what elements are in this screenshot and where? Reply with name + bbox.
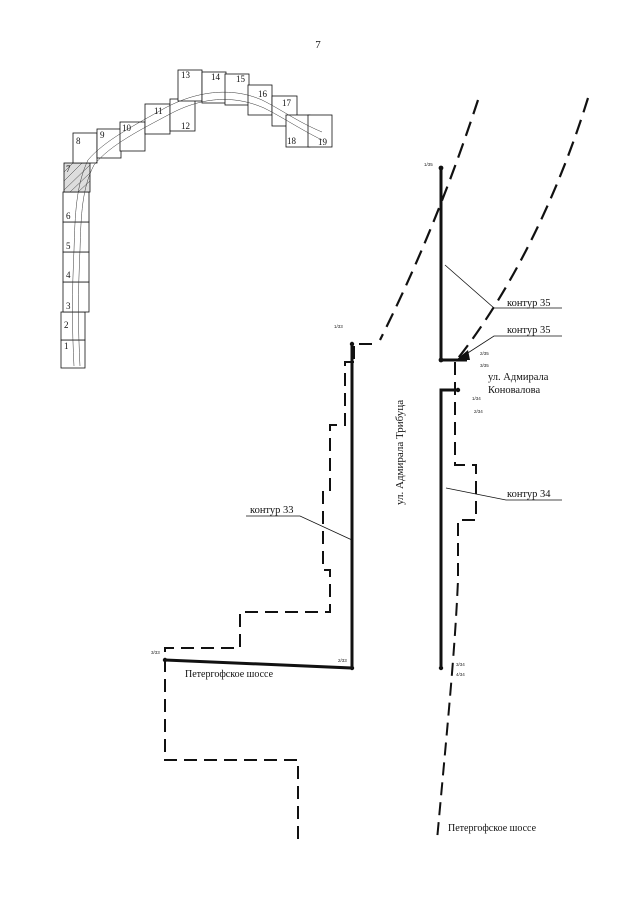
sheet-number: 14	[211, 72, 221, 82]
key-map-road-trace	[72, 91, 323, 367]
contour-35: 1/35 2/35 3/35	[424, 162, 489, 368]
sheet-4: 4	[62, 251, 90, 283]
boundary-right-lower	[436, 362, 477, 841]
sheet-number: 18	[287, 136, 297, 146]
boundary-upper-right-curve	[454, 97, 590, 363]
page-number: 7	[315, 39, 321, 51]
sheet-9: 9	[96, 128, 122, 159]
street-petergof-left: Петергофское шоссе	[185, 669, 274, 680]
sheet-number: 13	[181, 70, 191, 80]
sheet-number: 17	[282, 98, 292, 108]
sheet-3: 3	[62, 281, 90, 313]
sheet-index-map: 1 2 3 4 5 6 7	[60, 69, 333, 369]
sheet-number: 9	[100, 130, 105, 140]
street-konovalova-line2: Коновалова	[488, 385, 540, 396]
leader-contour-35-upper	[444, 264, 562, 309]
sheet-number: 11	[154, 106, 163, 116]
point-mark: 1/34	[472, 396, 481, 401]
street-petergof-bottom: Петергофское шоссе	[448, 823, 537, 834]
sheet-number: 7	[66, 164, 71, 174]
sheet-13: 13	[177, 69, 203, 102]
label-contour-33: контур 33	[250, 505, 294, 516]
contour-35-line	[439, 168, 467, 362]
contour-35-triangle	[456, 350, 470, 360]
contour-33: 1/33 2/33 3/33	[151, 324, 355, 671]
sheet-number: 12	[181, 121, 190, 131]
point-mark: 4/34	[456, 672, 465, 677]
sheet-number: 19	[318, 137, 328, 147]
sheet-18: 18	[285, 114, 311, 148]
sheet-number: 16	[258, 89, 268, 99]
point-mark: 2/35	[480, 351, 489, 356]
key-map-road-trace	[78, 99, 323, 367]
point-mark: 1/33	[334, 324, 343, 329]
sheet-8: 8	[72, 132, 98, 164]
boundary-step	[353, 343, 372, 362]
contour-34-line	[439, 388, 458, 668]
leader-contour-33	[246, 515, 353, 541]
street-boundaries	[164, 97, 590, 841]
point-mark: 1/35	[424, 162, 433, 167]
sheet-10: 10	[119, 121, 146, 152]
street-tributs: ул. Адмирала Трибуца	[394, 400, 406, 505]
label-contour-35-upper: контур 35	[507, 298, 551, 309]
sheet-12: 12	[169, 98, 196, 132]
sheet-15: 15	[224, 73, 250, 106]
sheet-14: 14	[201, 71, 227, 104]
label-contour-34: контур 34	[507, 489, 551, 500]
sheet-number: 2	[64, 320, 69, 330]
leader-contour-35-lower	[459, 335, 562, 359]
point-mark: 2/34	[474, 409, 483, 414]
sheet-number: 10	[122, 123, 132, 133]
point-mark: 2/33	[338, 658, 347, 663]
label-contour-35-lower: контур 35	[507, 325, 551, 336]
point-mark: 3/34	[456, 662, 465, 667]
leader-lines	[246, 264, 562, 541]
point-mark: 3/35	[480, 363, 489, 368]
boundary-upper-left-curve	[379, 99, 480, 341]
contour-34: 1/34 2/34 3/34 4/34	[438, 387, 483, 677]
sheet-number: 3	[66, 301, 71, 311]
sheet-number: 5	[66, 241, 71, 251]
sheet-5: 5	[62, 221, 90, 253]
sheet-11: 11	[144, 103, 171, 135]
sheet-number: 6	[66, 211, 71, 221]
sheet-number: 4	[66, 270, 71, 280]
boundary-left-stepped	[164, 361, 354, 840]
point-mark: 3/33	[151, 650, 160, 655]
sheet-7-highlighted: 7	[63, 162, 91, 193]
street-konovalova-line1: ул. Адмирала	[488, 372, 549, 383]
sheet-number: 1	[64, 341, 69, 351]
leader-contour-34	[445, 487, 562, 501]
sheet-number: 15	[236, 74, 246, 84]
sheet-number: 8	[76, 136, 81, 146]
